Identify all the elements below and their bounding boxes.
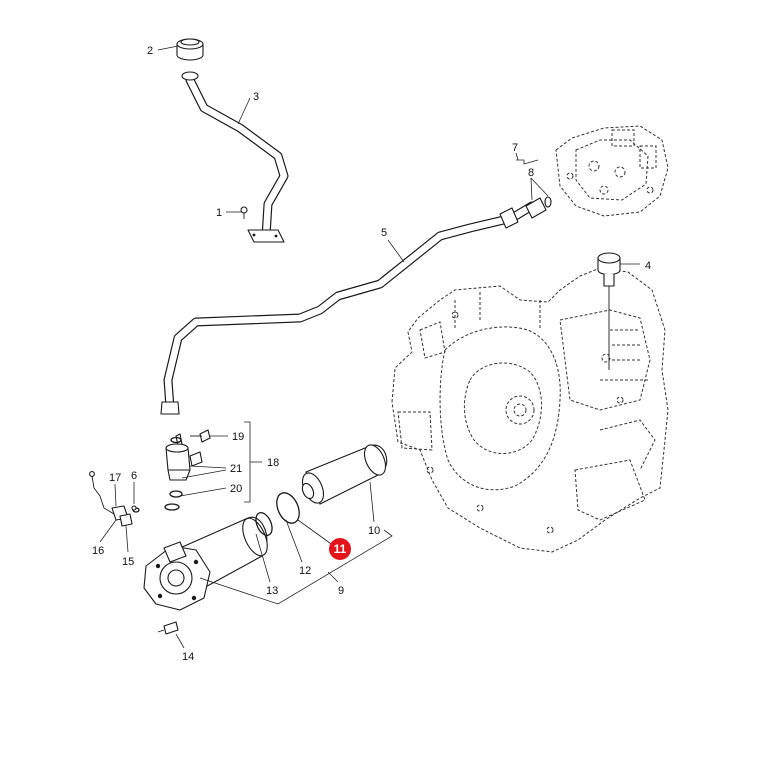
- housing-bolt: [157, 621, 179, 635]
- temperature-sensor: [89, 471, 140, 527]
- filler-tube: [181, 71, 289, 243]
- callout-10: 10: [368, 525, 380, 537]
- banjo-fitting-group: [164, 429, 211, 511]
- callout-labels: 1 2 3 4 5 6 7 8 9 10 11 12 13 14 15 16 1…: [92, 45, 651, 663]
- callout-14: 14: [182, 651, 194, 663]
- mounting-bolt: [240, 206, 248, 219]
- o-rings: [255, 492, 300, 536]
- callout-20: 20: [230, 483, 242, 495]
- leader-lines: [99, 45, 640, 649]
- callout-13: 13: [266, 585, 278, 597]
- filler-cap: [176, 38, 204, 61]
- filter-element: [301, 444, 388, 505]
- callout-17: 17: [109, 472, 121, 484]
- callout-2: 2: [147, 45, 153, 57]
- callout-5: 5: [381, 227, 387, 239]
- callout-3: 3: [253, 91, 259, 103]
- hydraulic-valve-block: [555, 125, 669, 217]
- callout-6: 6: [131, 470, 137, 482]
- pipe-fitting: [525, 196, 552, 219]
- callout-11-badge: [329, 538, 351, 560]
- callout-19: 19: [232, 431, 244, 443]
- breather-plug: [597, 252, 621, 370]
- callout-18: 18: [267, 457, 279, 469]
- oil-pipe: [160, 201, 537, 415]
- callout-16: 16: [92, 545, 104, 557]
- callout-1: 1: [216, 207, 222, 219]
- callout-9: 9: [338, 585, 344, 597]
- callout-4: 4: [645, 260, 651, 272]
- callout-15: 15: [122, 556, 134, 568]
- callout-12: 12: [299, 565, 311, 577]
- callout-7: 7: [512, 142, 518, 154]
- callout-11-highlight: 11: [329, 538, 351, 560]
- callout-11: 11: [334, 542, 347, 556]
- callout-8: 8: [528, 167, 534, 179]
- callout-21: 21: [230, 463, 242, 475]
- transmission-housing: [391, 267, 669, 553]
- filter-housing: [143, 516, 268, 611]
